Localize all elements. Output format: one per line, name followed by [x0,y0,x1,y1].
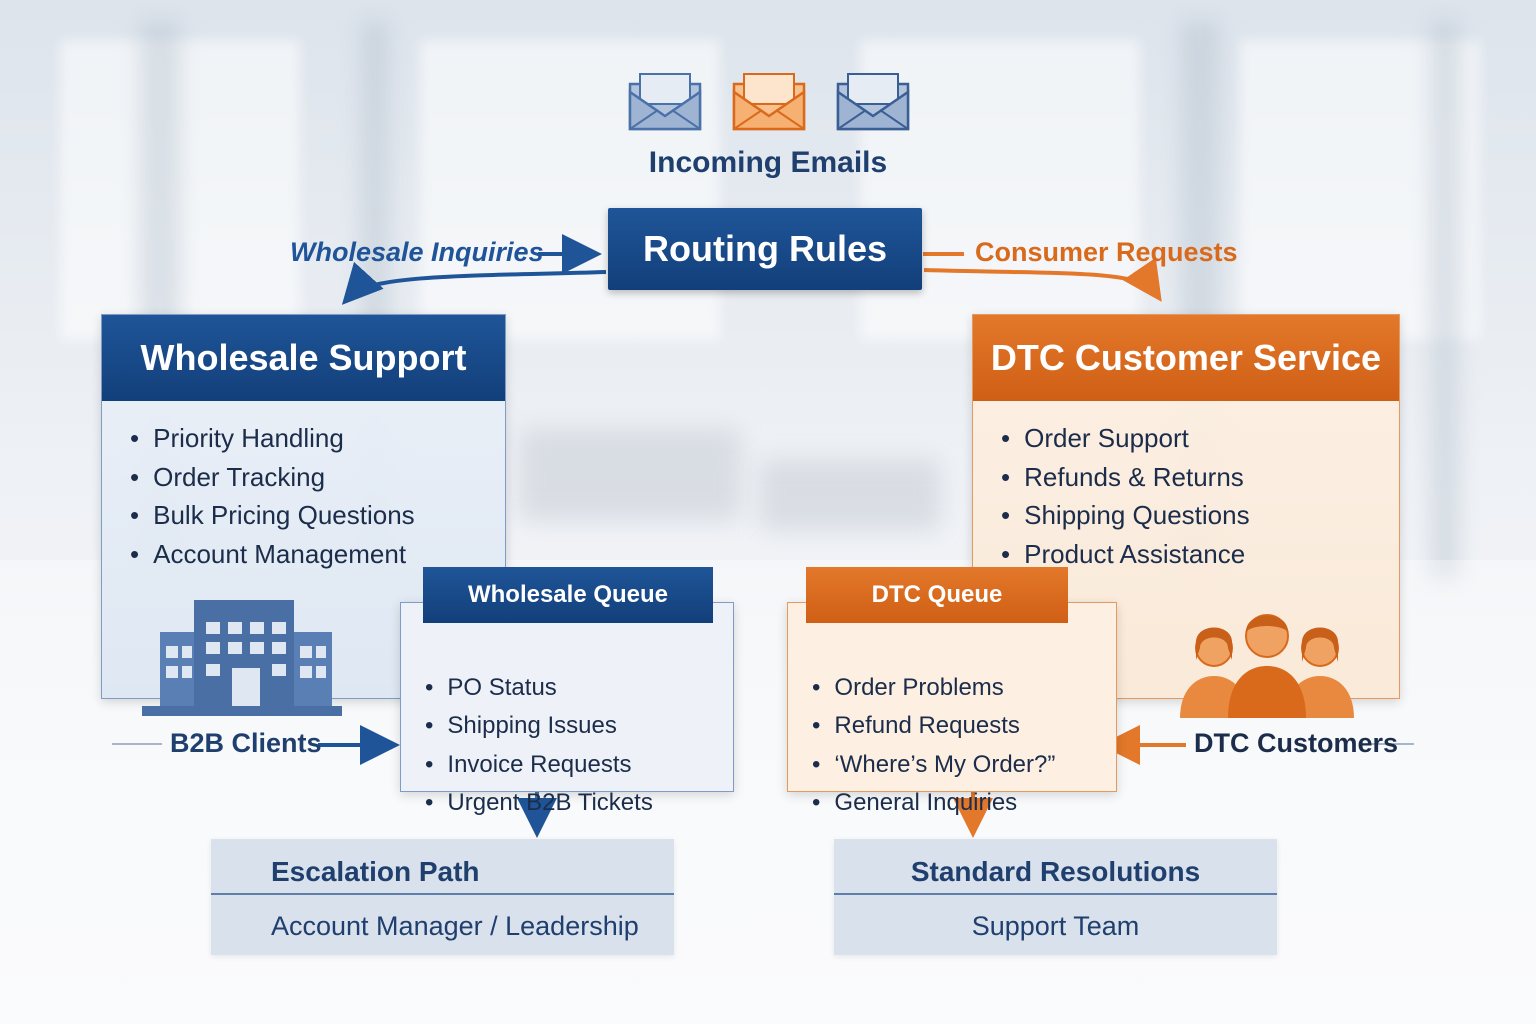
list-item: Product Assistance [1001,535,1399,574]
incoming-email-icons [628,72,918,134]
list-item: PO Status [425,669,733,707]
standard-resolutions-subtitle: Support Team [971,911,1140,941]
arrow-consumer-to-dtc [923,257,1162,302]
list-item: Urgent B2B Tickets [425,784,733,822]
escalation-path-subtitle: Account Manager / Leadership [271,911,639,941]
wholesale-queue-title: Wholesale Queue [423,567,713,623]
incoming-emails-title: Incoming Emails [648,146,888,179]
wholesale-support-title: Wholesale Support [102,315,505,401]
list-item: Shipping Issues [425,707,733,745]
list-item: ‘Where’s My Order?” [812,746,1116,784]
list-item: Shipping Questions [1001,496,1399,535]
list-item: Account Management [130,535,505,574]
building-icon [142,600,342,716]
standard-resolutions-box: Standard Resolutions Support Team [834,839,1277,955]
wholesale-queue-box: Wholesale Queue PO Status Shipping Issue… [400,567,734,816]
list-item: Refunds & Returns [1001,458,1399,497]
wholesale-inquiries-label: Wholesale Inquiries [290,237,544,267]
dtc-customer-service-title: DTC Customer Service [973,315,1399,401]
envelope-icon [628,73,702,131]
routing-rules-box: Routing Rules [608,208,922,290]
people-icon [1180,614,1354,718]
envelope-icon [732,73,806,131]
list-item: Order Support [1001,419,1399,458]
wholesale-support-list: Priority Handling Order Tracking Bulk Pr… [102,401,505,573]
envelope-icon [836,73,910,131]
dtc-service-list: Order Support Refunds & Returns Shipping… [973,401,1399,573]
wholesale-queue-list: PO Status Shipping Issues Invoice Reques… [401,603,733,822]
standard-resolutions-title: Standard Resolutions [834,839,1277,895]
list-item: General Inquiries [812,784,1116,822]
escalation-path-title: Escalation Path [211,839,674,895]
list-item: Bulk Pricing Questions [130,496,505,535]
dtc-queue-box: DTC Queue Order Problems Refund Requests… [787,567,1117,816]
list-item: Order Problems [812,669,1116,707]
consumer-requests-label: Consumer Requests [975,237,1238,267]
dtc-customers-label: DTC Customers [1194,728,1399,758]
dtc-queue-title: DTC Queue [806,567,1068,623]
list-item: Invoice Requests [425,746,733,784]
list-item: Priority Handling [130,419,505,458]
b2b-clients-label: B2B Clients [170,728,322,758]
list-item: Order Tracking [130,458,505,497]
escalation-path-box: Escalation Path Account Manager / Leader… [211,839,674,955]
list-item: Refund Requests [812,707,1116,745]
arrow-routing-to-wholesale [341,261,607,305]
dtc-queue-list: Order Problems Refund Requests ‘Where’s … [788,603,1116,822]
